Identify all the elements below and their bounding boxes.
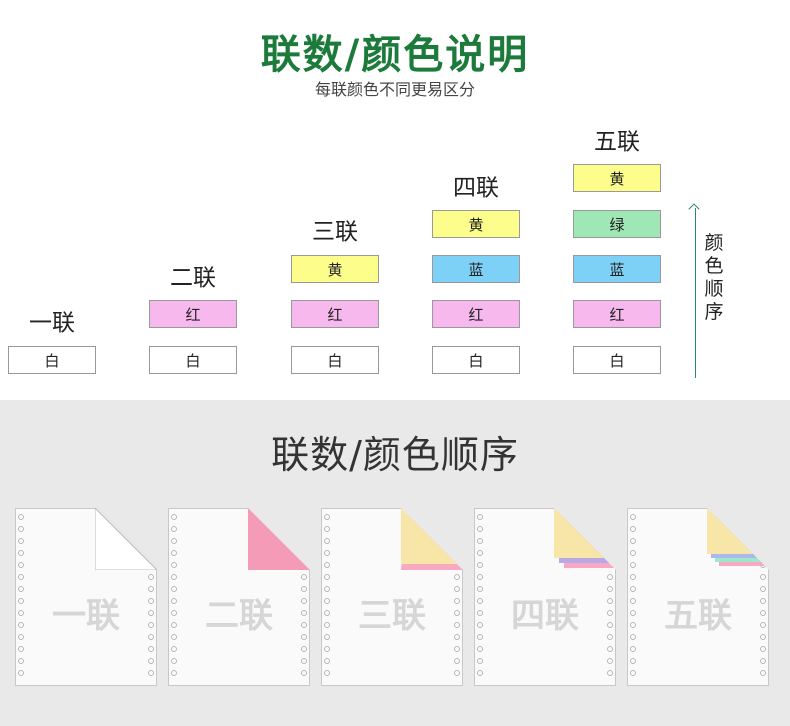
- part-white: 白: [291, 346, 379, 374]
- sheet-label: 一联: [52, 596, 120, 636]
- part-blue: 蓝: [573, 255, 661, 283]
- part-red: 红: [149, 300, 237, 328]
- sheet-five-part: 五联: [627, 508, 769, 686]
- perforation: [148, 514, 154, 680]
- part-white: 白: [8, 346, 96, 374]
- perforation: [630, 514, 636, 680]
- column-title-4: 四联: [453, 175, 499, 201]
- part-red: 红: [432, 300, 520, 328]
- folded-corner-icon: [401, 508, 463, 570]
- sheet-order-section: 联数/颜色顺序 一联 二联 三联: [0, 400, 790, 726]
- part-white: 白: [432, 346, 520, 374]
- part-yellow: 黄: [573, 164, 661, 192]
- part-yellow: 黄: [291, 255, 379, 283]
- folded-corner-icon: [248, 508, 310, 570]
- folded-corner-icon: [554, 508, 616, 570]
- column-title-2: 二联: [170, 265, 216, 291]
- perforation: [18, 514, 24, 680]
- sheet-label: 四联: [511, 596, 579, 636]
- sheet-label: 三联: [358, 596, 426, 636]
- perforation: [607, 514, 613, 680]
- perforation: [171, 514, 177, 680]
- perforation: [477, 514, 483, 680]
- sheet-label: 二联: [205, 596, 273, 636]
- sheet-two-part: 二联: [168, 508, 310, 686]
- section-title: 联数/颜色顺序: [271, 433, 519, 477]
- part-red: 红: [573, 300, 661, 328]
- sheet-label: 五联: [664, 596, 732, 636]
- part-blue: 蓝: [432, 255, 520, 283]
- sheet-three-part: 三联: [321, 508, 463, 686]
- perforation: [760, 514, 766, 680]
- order-label: 颜色顺序: [704, 232, 724, 323]
- part-white: 白: [149, 346, 237, 374]
- column-title-3: 三联: [312, 219, 358, 245]
- part-green: 绿: [573, 210, 661, 238]
- perforation: [454, 514, 460, 680]
- arrow-up-icon: [688, 203, 700, 215]
- color-explanation-section: 联数/颜色说明 每联颜色不同更易区分 一联 白 二联 红 白 三联 黄 红 白 …: [8, 32, 724, 378]
- part-yellow: 黄: [432, 210, 520, 238]
- part-white: 白: [573, 346, 661, 374]
- column-title-5: 五联: [594, 129, 640, 155]
- perforation: [324, 514, 330, 680]
- order-arrow-line: [695, 208, 696, 378]
- part-red: 红: [291, 300, 379, 328]
- page-title: 联数/颜色说明: [260, 32, 530, 78]
- folded-corner-icon: [707, 508, 769, 570]
- sheet-four-part: 四联: [474, 508, 616, 686]
- folded-corner-icon: [95, 508, 157, 570]
- sheet-one-part: 一联: [15, 508, 157, 686]
- page-subtitle: 每联颜色不同更易区分: [314, 80, 475, 99]
- column-title-1: 一联: [29, 310, 75, 336]
- perforation: [301, 514, 307, 680]
